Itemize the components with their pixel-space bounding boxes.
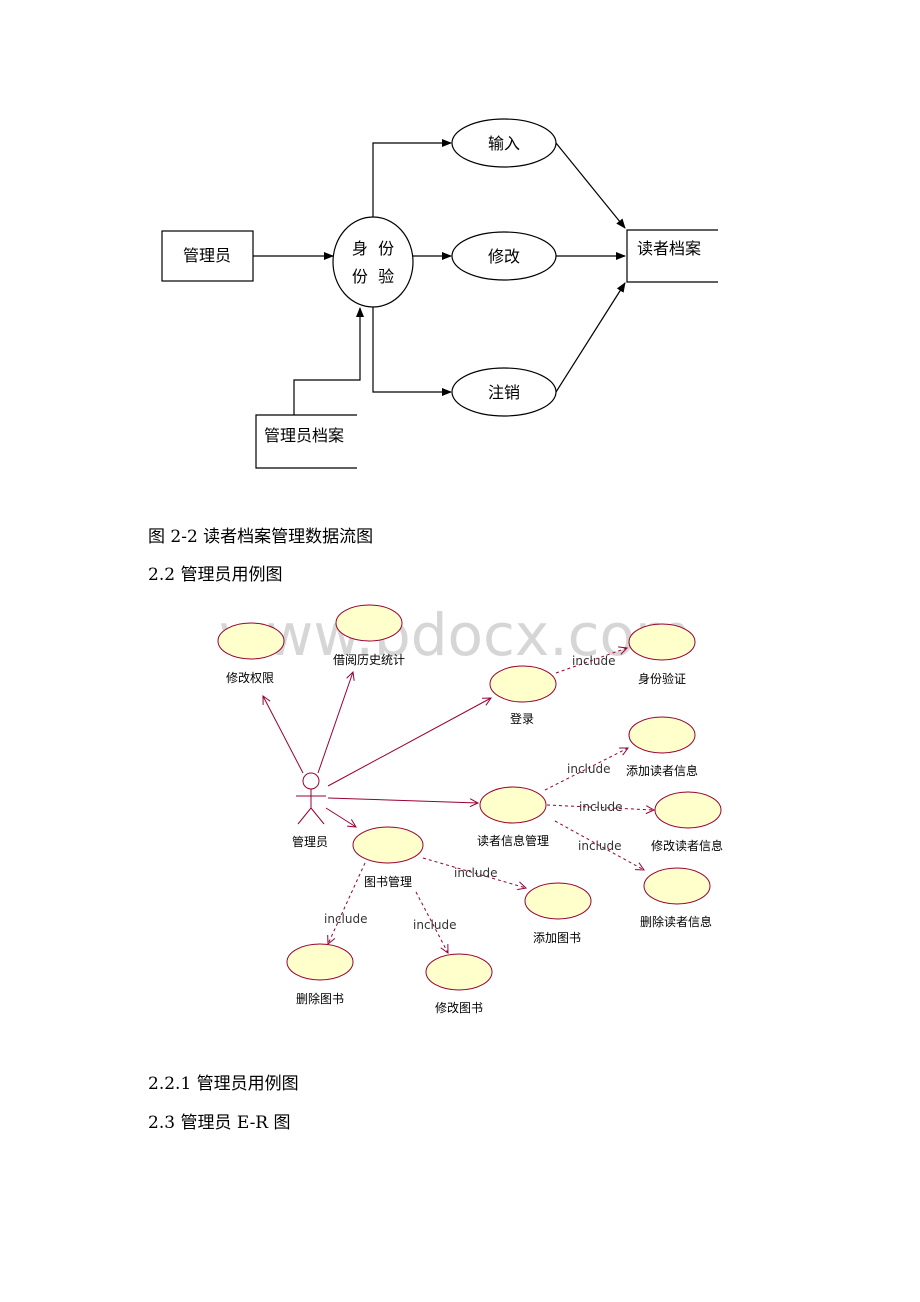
section-heading-2-2-1: 2.2.1 管理员用例图 <box>148 1074 299 1094</box>
usecase-label-delete-book: 删除图书 <box>296 991 344 1006</box>
usecase-borrow-history <box>335 604 403 642</box>
admin-archive-store <box>255 414 357 469</box>
data-flow-diagram: 管理员 身 份 份 验 输入 修改 注销 读者档案 管理员档案 <box>161 118 718 469</box>
assoc-modify-permission <box>263 696 304 774</box>
verify-label-line2: 份 验 <box>352 267 394 286</box>
usecase-label-modify-book: 修改图书 <box>435 1000 483 1015</box>
actor-admin-icon <box>296 772 326 825</box>
usecase-label-identity-verify: 身份验证 <box>638 671 686 686</box>
usecase-modify-reader <box>654 791 722 829</box>
assoc-reader-info-mgmt <box>327 797 478 803</box>
usecase-reader-info-mgmt <box>479 786 547 824</box>
include-label-add-reader: include <box>567 762 610 776</box>
flow-verify-to-input <box>372 139 452 217</box>
include-label-delete-book: include <box>324 912 367 926</box>
flow-cancel-to-archive <box>555 282 626 393</box>
reader-archive-store <box>626 229 718 283</box>
include-reader-delete <box>554 820 644 870</box>
usecase-identity-verify <box>628 623 696 661</box>
input-label: 输入 <box>488 134 520 153</box>
usecase-label-login: 登录 <box>510 711 534 726</box>
admin-entity-label: 管理员 <box>183 246 231 265</box>
usecase-delete-book <box>286 943 354 981</box>
usecase-label-book-mgmt: 图书管理 <box>364 874 412 889</box>
include-label-add-book: include <box>454 866 497 880</box>
assoc-book-mgmt <box>325 807 356 827</box>
flow-verify-to-cancel <box>372 307 452 396</box>
include-label-login: include <box>572 654 615 668</box>
usecase-label-borrow-history: 借阅历史统计 <box>333 653 405 667</box>
section-heading-2-3: 2.3 管理员 E-R 图 <box>148 1113 291 1133</box>
usecase-modify-permission <box>217 622 285 660</box>
usecase-label-reader-info-mgmt: 读者信息管理 <box>477 833 549 848</box>
usecase-label-modify-reader: 修改读者信息 <box>651 838 723 853</box>
usecase-add-reader <box>628 716 696 754</box>
include-label-modify-book: include <box>413 918 456 932</box>
verify-label-line1: 身 份 <box>352 239 394 258</box>
usecase-label-add-reader: 添加读者信息 <box>626 763 698 778</box>
assoc-login <box>327 698 491 787</box>
cancel-label: 注销 <box>488 383 520 402</box>
usecase-label-modify-permission: 修改权限 <box>226 670 274 685</box>
actor-admin-label: 管理员 <box>292 834 328 849</box>
usecase-label-delete-reader: 删除读者信息 <box>640 914 712 929</box>
modify-label: 修改 <box>488 247 520 266</box>
flow-admin-archive-to-verify <box>293 307 364 415</box>
include-book-delete <box>328 862 366 944</box>
watermark: www.bdocx.com <box>218 601 691 669</box>
reader-archive-label: 读者档案 <box>637 239 701 258</box>
include-label-modify-reader: include <box>579 800 622 814</box>
usecase-label-add-book: 添加图书 <box>533 931 581 945</box>
include-login-verify <box>555 648 627 674</box>
include-book-modify <box>415 891 448 953</box>
admin-entity-box <box>161 230 254 282</box>
verify-process <box>332 216 414 308</box>
usecase-book-mgmt <box>352 826 424 864</box>
usecase-modify-book <box>425 953 493 991</box>
section-heading-2-2: 2.2 管理员用例图 <box>148 565 283 585</box>
admin-archive-label: 管理员档案 <box>264 426 344 445</box>
include-label-delete-reader: include <box>578 839 621 853</box>
include-reader-add <box>544 748 628 791</box>
usecase-login <box>489 665 557 703</box>
include-reader-modify <box>546 804 654 810</box>
assoc-borrow-history <box>317 672 353 774</box>
include-book-add <box>422 857 526 888</box>
usecase-delete-reader <box>643 867 711 905</box>
flow-input-to-archive <box>555 142 626 229</box>
usecase-add-book <box>524 882 592 920</box>
figure-caption-2-2: 图 2-2 读者档案管理数据流图 <box>148 527 374 547</box>
